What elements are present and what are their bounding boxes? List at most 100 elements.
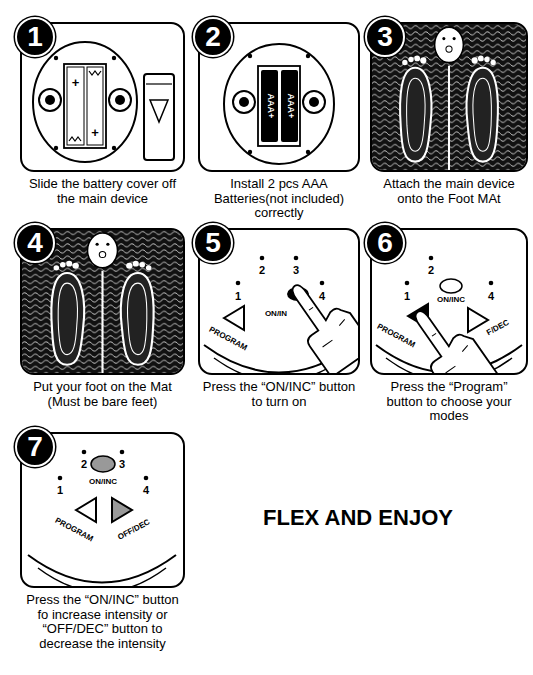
step-panel: Slide the battery cover off the main dev… xyxy=(20,22,185,206)
screw-dot xyxy=(54,146,58,150)
part-label: PROGRAM xyxy=(376,323,417,350)
part-label: 4 xyxy=(488,291,494,302)
step-caption: Put your foot on the Mat (Must be bare f… xyxy=(21,380,184,409)
level-dot xyxy=(260,256,265,261)
step-number: 3 xyxy=(365,17,405,57)
screw-dot xyxy=(248,150,252,154)
part-label: + xyxy=(72,76,80,89)
pressing-hand xyxy=(400,295,498,373)
hand-crease xyxy=(301,296,351,347)
device-back-open xyxy=(33,42,174,162)
part-label: 4 xyxy=(319,291,325,302)
device-body xyxy=(224,44,334,164)
caption-block: Press the “ON/INC” button fo increase in… xyxy=(20,593,185,651)
spring xyxy=(69,137,81,141)
step-number: 1 xyxy=(15,17,55,57)
step-caption: Press the “ON/INC” button fo increase in… xyxy=(21,593,184,651)
part-label: 3 xyxy=(119,459,125,470)
electrode xyxy=(45,95,55,105)
step-number: 4 xyxy=(15,223,55,263)
electrode xyxy=(309,97,319,107)
part-label: AAA+ xyxy=(265,94,274,119)
battery-slot xyxy=(87,67,103,145)
bezel-line xyxy=(38,568,166,586)
part-label: ON/IN xyxy=(265,310,287,318)
step-number: 2 xyxy=(193,17,233,57)
dec-button xyxy=(112,498,132,522)
electrode xyxy=(303,91,325,113)
step-panel: Put your foot on the Mat (Must be bare f… xyxy=(20,228,185,409)
part-label: PROGRAM xyxy=(208,326,249,353)
step-number: 7 xyxy=(15,427,55,467)
caption-block: Attach the main device onto the Foot MAt xyxy=(370,177,528,206)
spring xyxy=(89,71,101,75)
slide-arrow xyxy=(150,100,168,122)
step-caption: Attach the main device onto the Foot MAt xyxy=(371,177,527,206)
part-label: 3 xyxy=(293,265,299,276)
control-panel xyxy=(376,256,522,373)
step-number-text: 5 xyxy=(205,229,221,257)
step-caption: Press the “Program” button to choose you… xyxy=(371,380,527,424)
screw-dot xyxy=(248,54,252,58)
dec-button xyxy=(468,308,488,332)
pressing-hand xyxy=(277,269,358,373)
level-dot xyxy=(58,476,63,481)
step-number-text: 2 xyxy=(205,23,221,51)
screw-dot xyxy=(112,56,116,60)
cover-line xyxy=(146,83,172,84)
screw-dot xyxy=(112,146,116,150)
hand-crease xyxy=(424,322,474,373)
program-button xyxy=(76,498,96,522)
part-label: 2 xyxy=(428,265,434,276)
step-caption: Slide the battery cover off the main dev… xyxy=(21,177,184,206)
electrode xyxy=(239,97,249,107)
step-number-text: 3 xyxy=(377,23,393,51)
part-label: AAA+ xyxy=(285,94,294,119)
slogan: FLEX AND ENJOY xyxy=(263,507,453,529)
step-panel: Install 2 pcs AAA Batteries(not included… xyxy=(198,22,360,221)
part-label: F/DEC xyxy=(486,319,511,337)
screw-dot xyxy=(306,54,310,58)
device-body xyxy=(33,42,137,162)
electrode xyxy=(39,89,61,111)
battery-slot xyxy=(67,67,84,145)
control-panel xyxy=(204,256,358,373)
control-panel xyxy=(28,450,176,586)
bezel-line xyxy=(28,555,176,583)
level-dot xyxy=(489,281,494,286)
caption-block: Press the “Program” button to choose you… xyxy=(370,380,528,424)
level-dot xyxy=(236,281,241,286)
step-number-text: 6 xyxy=(377,229,393,257)
part-label: ON/INC xyxy=(437,296,465,304)
level-dot xyxy=(294,256,299,261)
electrode xyxy=(115,95,125,105)
device-with-batteries xyxy=(224,44,334,164)
caption-block: Slide the battery cover off the main dev… xyxy=(20,177,185,206)
level-dot xyxy=(429,256,434,261)
caption-block: Put your foot on the Mat (Must be bare f… xyxy=(20,380,185,409)
part-label: 1 xyxy=(57,485,63,496)
battery-cover xyxy=(144,74,174,160)
battery-compartment xyxy=(258,66,300,146)
battery xyxy=(281,70,298,142)
level-dot xyxy=(320,281,325,286)
part-label: 2 xyxy=(259,265,265,276)
step-number: 5 xyxy=(193,223,233,263)
program-button xyxy=(224,306,244,330)
step-number: 6 xyxy=(365,223,405,263)
step-number-text: 4 xyxy=(27,229,43,257)
on-button xyxy=(440,279,462,293)
caption-block: Press the “ON/INC” button to turn on xyxy=(198,380,360,409)
electrode xyxy=(233,91,255,113)
caption-block: Install 2 pcs AAA Batteries(not included… xyxy=(198,177,360,221)
battery xyxy=(261,70,278,142)
part-label: 4 xyxy=(143,485,149,496)
step-number-text: 7 xyxy=(27,433,43,461)
part-label: 1 xyxy=(404,291,410,302)
part-label: PROGRAM xyxy=(54,517,95,544)
step-panel: Press the “ON/INC” button fo increase in… xyxy=(20,432,185,651)
level-dot xyxy=(144,476,149,481)
level-dot xyxy=(120,450,125,455)
electrode xyxy=(109,89,131,111)
